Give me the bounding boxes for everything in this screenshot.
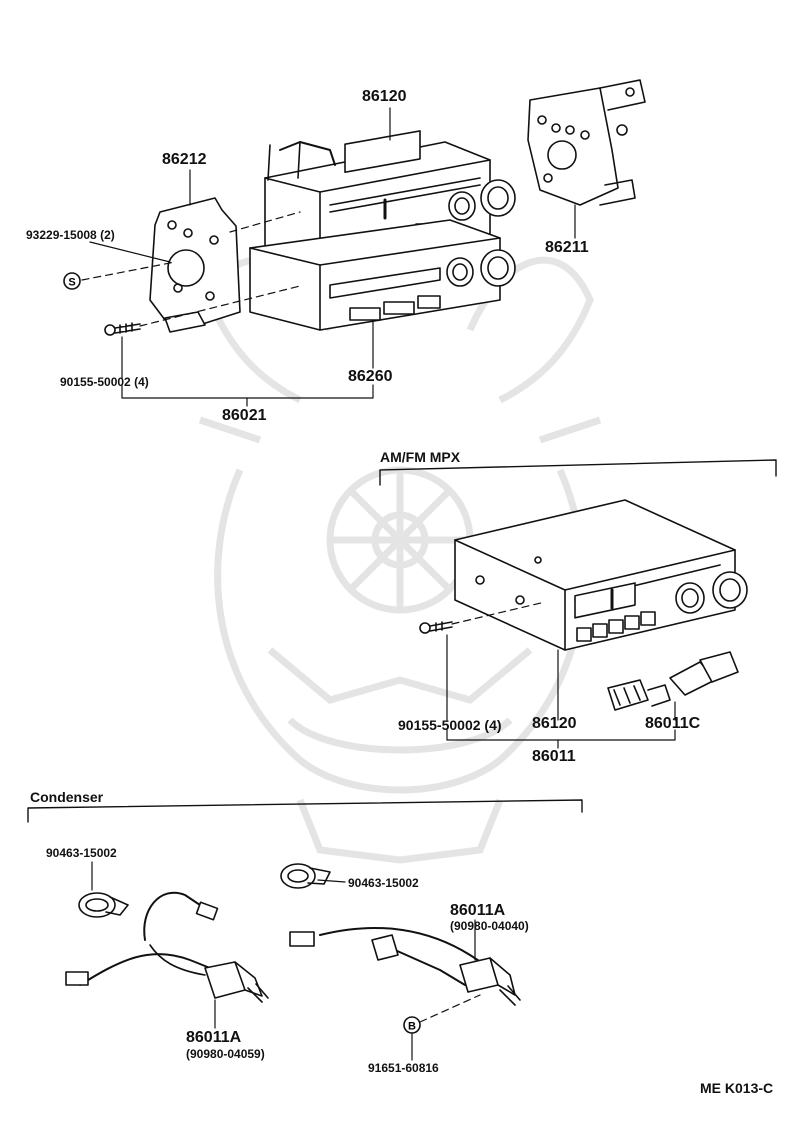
label-86011A-right: 86011A bbox=[450, 902, 506, 919]
label-86021: 86021 bbox=[222, 407, 267, 424]
section-title-amfm: AM/FM MPX bbox=[380, 449, 461, 465]
alignment-dashes-condenser bbox=[419, 994, 481, 1023]
radio-86260-lower-unit bbox=[249, 219, 516, 331]
label-86211: 86211 bbox=[545, 239, 589, 256]
bolt-90155-amfm bbox=[419, 621, 453, 634]
label-86011: 86011 bbox=[532, 748, 576, 765]
label-86011A-left-sub: (90980-04059) bbox=[186, 1047, 265, 1061]
leader-lines-condenser bbox=[91, 861, 476, 1061]
label-86212: 86212 bbox=[162, 151, 207, 168]
diagram-code: ME K013-C bbox=[700, 1080, 774, 1096]
condenser-86011A-right bbox=[289, 926, 521, 1006]
bracket-86212 bbox=[149, 197, 241, 333]
nut-93229-symbol bbox=[63, 272, 81, 290]
label-90155-top: 90155-50002 (4) bbox=[60, 375, 149, 389]
leader-lines-amfm bbox=[446, 634, 676, 749]
radio-86120-amfm-unit bbox=[454, 499, 748, 651]
condenser-bracket-line bbox=[27, 799, 583, 823]
bolt-90155-top bbox=[104, 322, 141, 336]
bracket-86211 bbox=[527, 79, 646, 206]
alignment-dashes-top bbox=[81, 211, 301, 327]
clamp-90463-right bbox=[280, 863, 331, 889]
symbol-s-letter: S bbox=[68, 277, 75, 289]
clamp-90463-left bbox=[78, 892, 129, 918]
label-86011C: 86011C bbox=[645, 715, 701, 732]
section-title-condenser: Condenser bbox=[30, 789, 104, 805]
condenser-86011A-left bbox=[65, 891, 269, 1003]
amfm-bracket-line bbox=[379, 459, 777, 486]
alignment-dashes-amfm bbox=[451, 601, 546, 625]
screw-91651-symbol bbox=[403, 1016, 421, 1034]
label-86120-amfm: 86120 bbox=[532, 715, 577, 732]
label-86011A-left: 86011A bbox=[186, 1029, 242, 1046]
label-86011A-right-sub: (90980-04040) bbox=[450, 919, 529, 933]
label-90463-left: 90463-15002 bbox=[46, 846, 117, 860]
connector-86011C bbox=[607, 651, 739, 711]
label-90155-amfm: 90155-50002 (4) bbox=[398, 717, 502, 733]
symbol-b-letter: B bbox=[408, 1021, 416, 1033]
radio-86120-knobs bbox=[448, 179, 516, 221]
label-86260: 86260 bbox=[348, 368, 393, 385]
label-90463-right: 90463-15002 bbox=[348, 876, 419, 890]
leader-lines-top bbox=[89, 107, 576, 407]
label-91651: 91651-60816 bbox=[368, 1061, 439, 1075]
label-93229: 93229-15008 (2) bbox=[26, 228, 115, 242]
label-86120-top: 86120 bbox=[362, 88, 407, 105]
